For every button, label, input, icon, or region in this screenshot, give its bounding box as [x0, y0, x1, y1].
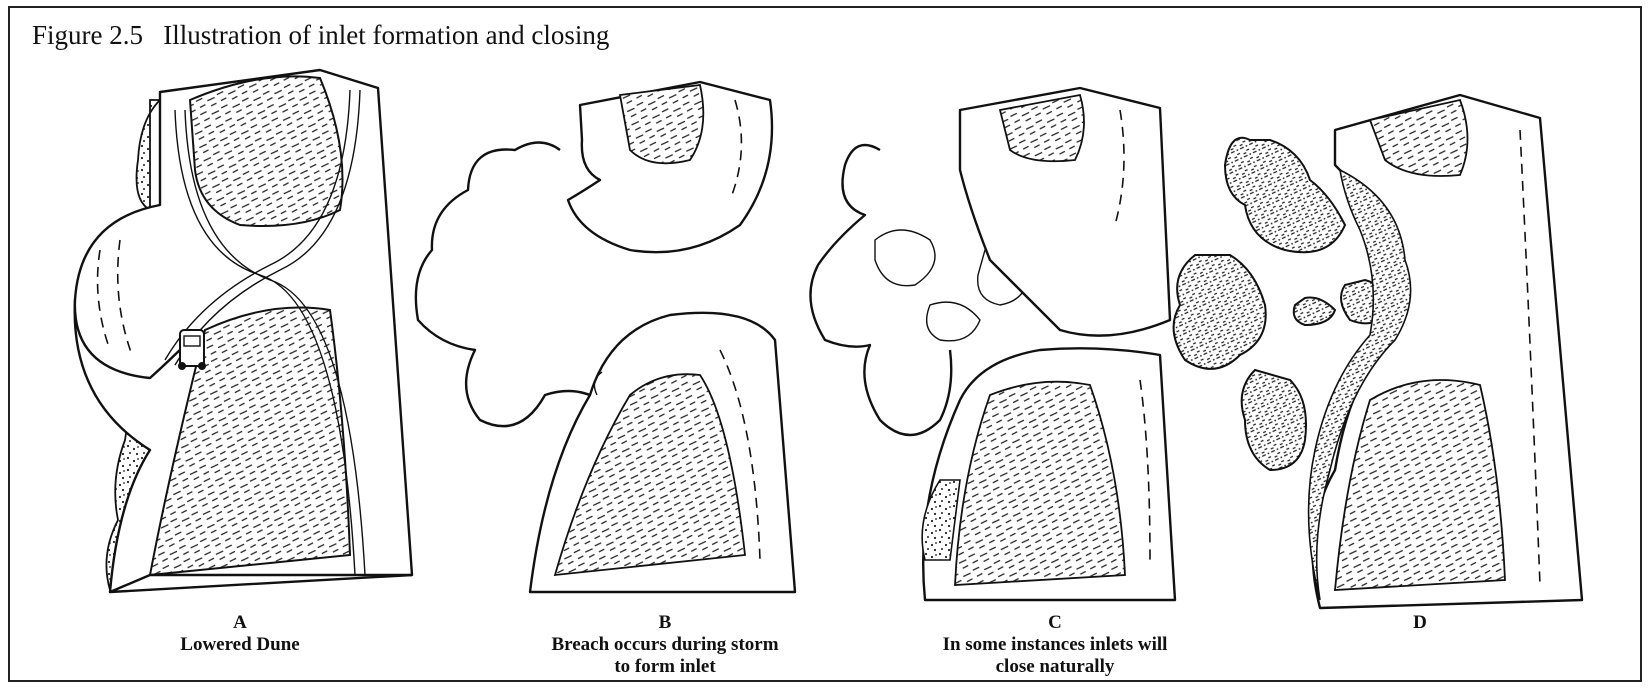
panel-c-letter: C [905, 612, 1205, 634]
panel-b-washover-lobes [416, 143, 600, 427]
panel-c-caption-line-1: In some instances inlets will [905, 634, 1205, 656]
panel-b-caption: B Breach occurs during storm to form inl… [520, 612, 810, 678]
panel-c-caption-line-2: close naturally [905, 656, 1205, 678]
panel-d-drawing [1174, 95, 1582, 608]
panel-a-caption: A Lowered Dune [130, 612, 350, 656]
panel-a-upper-dune [190, 76, 343, 226]
panel-a-vehicle-icon [178, 330, 206, 370]
panel-a-drawing [75, 70, 412, 592]
panel-a-letter: A [130, 612, 350, 634]
panel-d-letter: D [1370, 612, 1470, 634]
panel-d-caption: D [1370, 612, 1470, 634]
panel-b-letter: B [520, 612, 810, 634]
panel-c-drawing [810, 88, 1175, 600]
panel-c-washover-lobes [810, 145, 951, 435]
panel-d-marsh-island-5 [1294, 298, 1335, 326]
panel-c-caption: C In some instances inlets will close na… [905, 612, 1205, 678]
panel-b-caption-line-1: Breach occurs during storm [520, 634, 810, 656]
panel-b-drawing [416, 82, 795, 592]
panel-b-caption-line-2: to form inlet [520, 656, 810, 678]
panel-a-caption-line-1: Lowered Dune [130, 634, 350, 656]
panel-d-marsh-island-2 [1174, 255, 1266, 369]
panel-d-marsh-island-3 [1242, 370, 1306, 470]
panel-d-marsh-island-1 [1225, 138, 1345, 252]
panel-b-upper-dune [620, 85, 703, 163]
